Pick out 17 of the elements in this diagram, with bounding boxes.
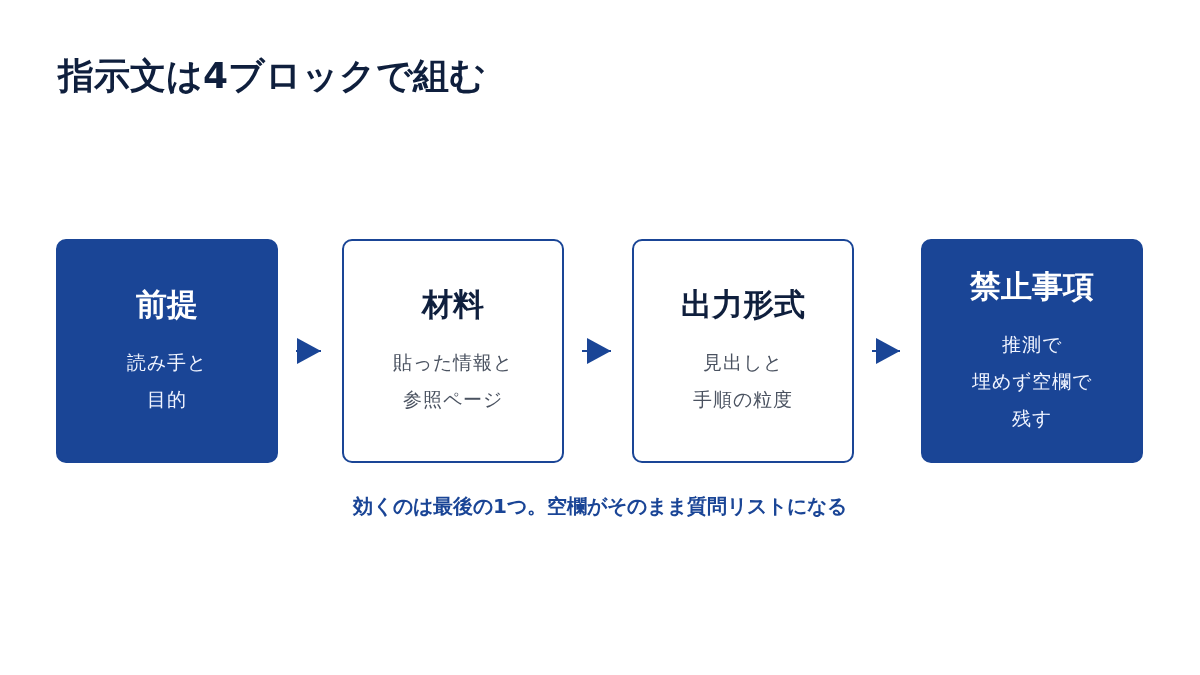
title: 指示文は4ブロックで組む [58, 54, 487, 98]
arrow [581, 338, 612, 364]
step-description: 読み手と目的 [126, 350, 208, 412]
filled-step-card [921, 239, 1143, 463]
arrow [295, 338, 322, 364]
step-heading: 出力形式 [681, 285, 805, 324]
outlined-step-card [632, 239, 854, 463]
step-heading: 材料 [422, 285, 484, 324]
filled-step-card [56, 239, 278, 463]
step-description: 見出しと手順の粒度 [692, 350, 794, 412]
step-heading: 前提 [136, 285, 198, 324]
caption: 効くのは最後の1つ。空欄がそのまま質問リストになる [352, 493, 848, 520]
step-description: 貼った情報と参照ページ [392, 350, 514, 412]
outlined-step-card [342, 239, 564, 463]
step-heading: 禁止事項 [970, 266, 1094, 306]
arrow [871, 338, 901, 364]
step-description: 推測で埋めず空欄で残す [971, 331, 1093, 431]
